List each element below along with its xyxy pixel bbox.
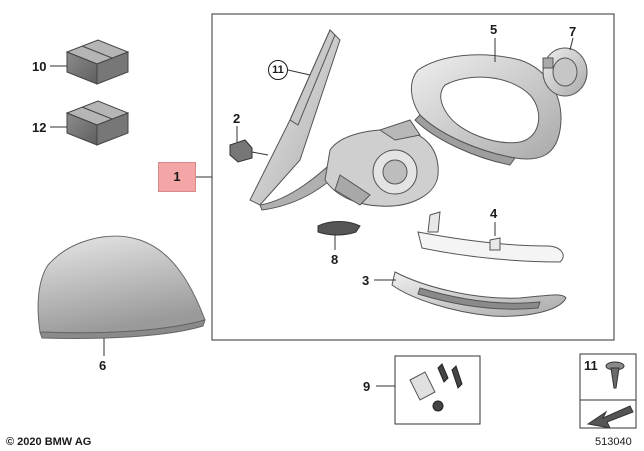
callout-11-legend: 11 <box>584 358 598 373</box>
callout-9: 9 <box>363 379 371 394</box>
part-9-kit-frame <box>394 355 481 425</box>
mirror-mechanism <box>324 119 439 207</box>
part-2-connector <box>229 139 269 163</box>
callout-11-circled: 11 <box>268 60 288 80</box>
callout-2: 2 <box>233 111 241 126</box>
callout-4: 4 <box>490 206 498 221</box>
diagram-number: 513040 <box>595 436 632 448</box>
callout-8: 8 <box>331 252 339 267</box>
callout-12: 12 <box>32 120 47 135</box>
part-3-lower-trim <box>391 271 567 317</box>
part-8-cover <box>317 221 361 236</box>
callout-5: 5 <box>490 22 498 37</box>
part-12-box <box>65 100 130 146</box>
part-9-fasteners <box>409 363 463 412</box>
callout-6: 6 <box>99 358 107 373</box>
callout-10: 10 <box>32 59 47 74</box>
part-10-box <box>65 39 130 85</box>
part-5-frame <box>411 54 562 166</box>
leader-11 <box>287 69 311 76</box>
leader-7 <box>569 37 574 51</box>
callout-7: 7 <box>569 24 577 39</box>
part-4-turn-signal <box>417 211 564 263</box>
part-7-motor <box>542 47 588 97</box>
callout-3: 3 <box>362 273 370 288</box>
arrow-icon <box>586 405 634 429</box>
callout-1: 1 <box>158 162 196 192</box>
copyright: © 2020 BMW AG <box>6 436 92 448</box>
screw-icon <box>605 361 625 389</box>
part-6-mirror-cap <box>37 235 206 339</box>
